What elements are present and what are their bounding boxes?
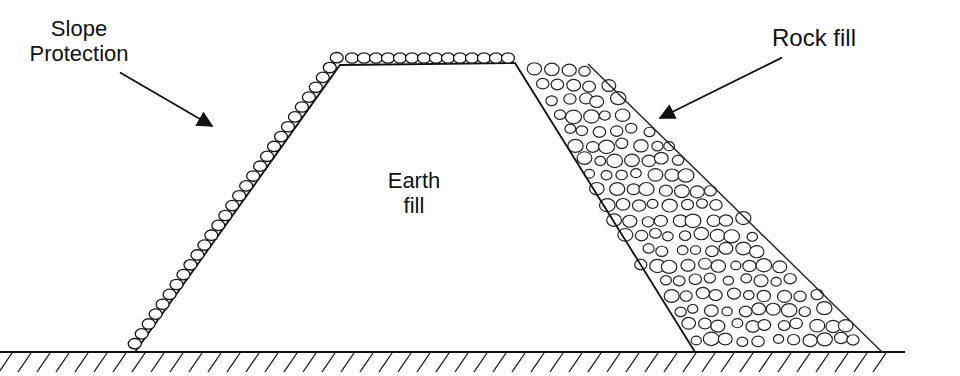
- earth-fill-label: Earth fill: [378, 168, 450, 219]
- leader-arrows: [120, 58, 782, 126]
- rock-fill-stones: [527, 63, 859, 347]
- rock-fill-label: Rock fill: [772, 24, 856, 52]
- slope-protection-label: Slope Protection: [18, 16, 140, 67]
- earth-fill-outline: [135, 63, 695, 352]
- rock-fill-face: [588, 64, 882, 352]
- ground-hatching: [0, 353, 886, 372]
- slope-protection-stones: [128, 52, 514, 348]
